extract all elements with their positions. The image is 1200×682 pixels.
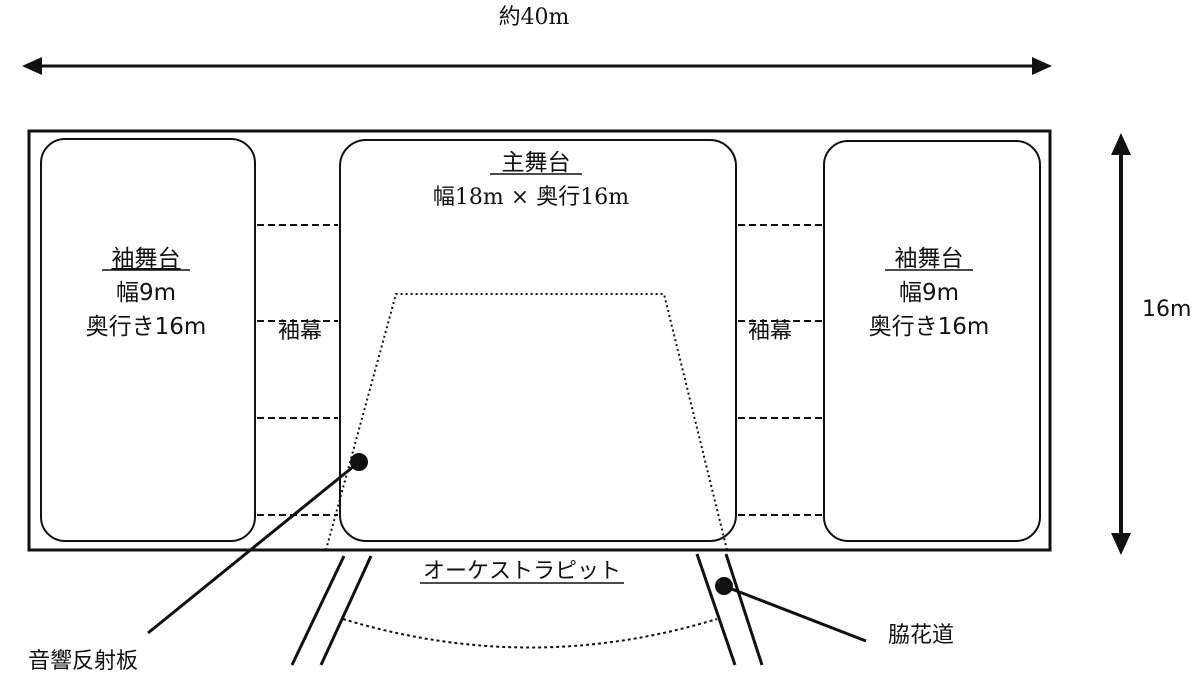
stage-outer-frame (27, 129, 1052, 552)
side-stage-right-width: 幅9m (899, 280, 959, 306)
wing-curtains-left (257, 224, 338, 516)
wing-curtains-right (738, 224, 822, 516)
side-stage-right-title: 袖舞台 (895, 246, 964, 272)
side-stage-left-width: 幅9m (116, 280, 176, 306)
depth-dimension-arrow (1111, 133, 1131, 555)
main-stage-box (339, 139, 737, 542)
wing-curtain-left-label: 袖幕 (278, 319, 322, 344)
acoustic-reflector-leader (147, 460, 360, 635)
main-stage-title: 主舞台 (502, 150, 571, 176)
side-stage-left-depth: 奥行き16m (86, 314, 207, 340)
orchestra-pit-label: オーケストラピット (423, 559, 621, 584)
total-width-label: 約40m (499, 5, 570, 30)
acoustic-reflector-outline (325, 293, 728, 551)
side-stage-right-box (823, 140, 1041, 542)
main-stage-size: 幅18m × 奥行16m (433, 185, 629, 210)
depth-label: 16m (1142, 297, 1191, 322)
width-dimension-arrow (22, 57, 1052, 75)
wing-curtain-right-label: 袖幕 (748, 319, 792, 344)
hanamichi-right (695, 553, 764, 666)
hanamichi-left (290, 555, 373, 666)
side-stage-right-depth: 奥行き16m (869, 314, 990, 340)
side-stage-left-box (40, 138, 256, 542)
side-hanamichi-leader (723, 584, 867, 643)
side-hanamichi-label: 脇花道 (888, 623, 954, 648)
acoustic-reflector-label: 音響反射板 (28, 649, 138, 674)
orchestra-pit-edge (342, 618, 718, 649)
side-stage-left-title: 袖舞台 (112, 246, 181, 272)
